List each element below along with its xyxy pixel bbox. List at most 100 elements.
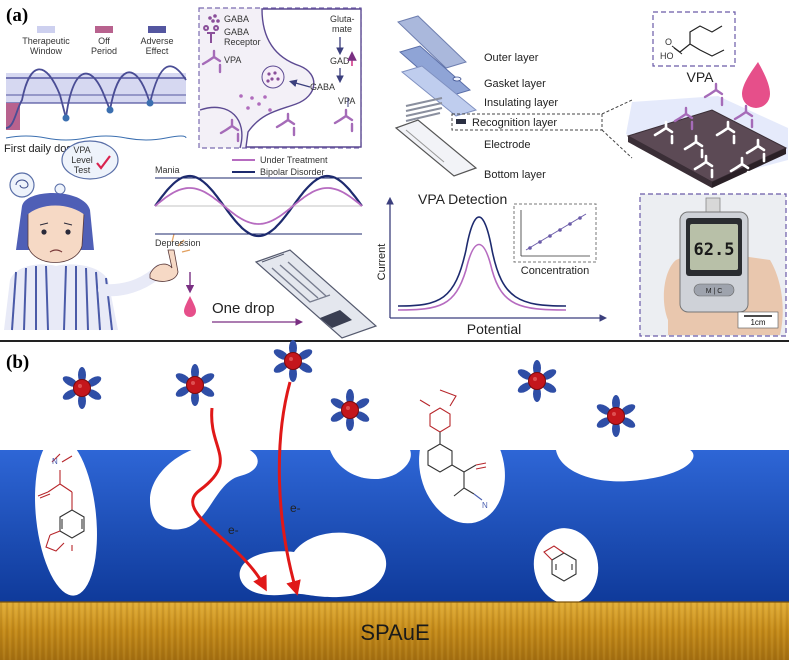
bubble-test-label: Test xyxy=(74,165,91,175)
meter-buttons xyxy=(693,283,735,297)
face xyxy=(27,203,85,263)
meter-buttons-label: M | C xyxy=(706,288,723,295)
depression-label: Depression xyxy=(155,238,201,248)
blood-drop-icon xyxy=(184,296,196,317)
vpa-structure-frame xyxy=(652,11,736,67)
glutamate-label-1: Gluta- xyxy=(330,14,355,24)
synapse-vpa-center-label: VPA xyxy=(338,96,355,106)
legend-therapeutic-label-2: Window xyxy=(30,46,63,56)
synapse-gaba-center-label: GABA xyxy=(310,82,335,92)
strip-sensor-pad xyxy=(320,310,352,328)
legend-bipolar-label: Bipolar Disorder xyxy=(260,167,325,177)
legend-adverse-label-2: Effect xyxy=(146,46,169,56)
detection-title: VPA Detection xyxy=(418,191,507,207)
redox-probe-6 xyxy=(594,394,638,438)
thought-swirl-bubble xyxy=(9,172,35,198)
recognition-surface xyxy=(626,82,788,188)
bottom-layer-label: Bottom layer xyxy=(484,169,546,181)
calibration-points xyxy=(528,216,582,250)
dosing-plot: First daily dose xyxy=(4,65,187,155)
redox-probe-1 xyxy=(60,366,104,410)
electrode-label: Electrode xyxy=(484,139,530,151)
calibration-line xyxy=(525,213,587,251)
left-eye xyxy=(41,229,47,235)
legend-adverse-label-1: Adverse xyxy=(140,36,173,46)
template-molecule-bottom xyxy=(543,545,577,582)
panel-b-letter: (b) xyxy=(6,352,29,373)
check-icon xyxy=(96,155,111,170)
vesicle xyxy=(261,65,285,89)
peak-curve-low xyxy=(397,244,567,311)
recognition-plate-side xyxy=(628,136,712,188)
gad-label: GAD xyxy=(330,56,350,66)
test-strip xyxy=(254,249,378,339)
redox-probe-5 xyxy=(515,359,559,403)
detection-xlabel: Potential xyxy=(467,321,521,337)
electron-label-2: e- xyxy=(290,501,301,515)
pore-bottom-center xyxy=(239,532,387,598)
legend-off-label-2: Period xyxy=(91,46,117,56)
strip-electrode-traces xyxy=(271,261,331,303)
gaba-receptor-icon xyxy=(203,25,220,43)
cleft-gaba-dots xyxy=(239,94,272,112)
inset-xlabel: Concentration xyxy=(521,265,590,277)
carbonyl-bond xyxy=(671,45,683,55)
template-molecule-right xyxy=(419,389,487,501)
baseline-wave xyxy=(5,135,187,141)
sensor-layer-stack: Outer layer Gasket layer Insulating laye… xyxy=(394,15,633,181)
dose-curve-3 xyxy=(109,71,151,111)
meter-lcd xyxy=(690,224,738,270)
bangs xyxy=(26,200,86,216)
gold-electrode xyxy=(0,602,789,660)
template-molecule-left xyxy=(37,453,85,552)
synapse-receptor-label-2: Receptor xyxy=(224,37,261,47)
legend-under-treatment-label: Under Treatment xyxy=(260,155,328,165)
one-drop-label: One drop xyxy=(212,300,275,317)
redox-probe-2 xyxy=(173,363,217,407)
synapse-panel: GABA GABA Receptor VPA Gluta- mate GAD G… xyxy=(198,7,362,149)
vesicle-gaba-dots xyxy=(266,71,280,83)
vpa-structure: HO O VPA xyxy=(652,11,770,108)
legend-gaba-icon xyxy=(208,14,220,23)
synapse-gaba-label: GABA xyxy=(224,14,249,24)
bubble-level-label: Level xyxy=(71,155,93,165)
pointing-hand xyxy=(149,249,179,282)
glutamate-label-2: mate xyxy=(332,24,352,34)
swirl-icon xyxy=(15,179,29,189)
dose-point-3 xyxy=(146,99,154,107)
pore-top-mid xyxy=(330,450,411,480)
legend-off-label-1: Off xyxy=(98,36,110,46)
electron-label-1: e- xyxy=(228,523,239,537)
dose-curve-2 xyxy=(65,72,111,119)
striped-shirt xyxy=(4,264,118,330)
insulating-layer-label: Insulating layer xyxy=(484,97,558,109)
dose-point-2 xyxy=(106,106,114,114)
zoom-line-1 xyxy=(601,99,633,115)
hydroxyl-label: HO xyxy=(660,51,674,61)
presynaptic-terminal xyxy=(245,8,362,148)
thought-dot-2 xyxy=(54,183,66,195)
amine-label-left: N xyxy=(52,457,58,466)
bottom-layer-sheet xyxy=(394,119,478,177)
strip-body xyxy=(254,249,378,339)
mania-label: Mania xyxy=(155,165,180,175)
oxygen-label: O xyxy=(665,37,672,47)
vpa-structure-label: VPA xyxy=(687,69,715,85)
scale-bar-label: 1cm xyxy=(750,318,765,327)
zoom-line-2 xyxy=(601,129,633,159)
dose-point-1 xyxy=(62,114,70,122)
right-eye xyxy=(65,229,71,235)
patient-illustration: VPA Level Test One drop xyxy=(4,140,304,331)
shirt-stripes xyxy=(11,265,113,331)
thought-bubble xyxy=(61,140,119,180)
amine-label-right: N xyxy=(482,501,488,510)
mouth xyxy=(49,249,63,253)
pore-molecule-1 xyxy=(35,436,97,596)
dose-legend: Therapeutic Window Off Period Adverse Ef… xyxy=(22,26,174,56)
outer-layer-label: Outer layer xyxy=(484,52,539,64)
strip-edge xyxy=(261,253,285,263)
synapse-receptor-label-1: GABA xyxy=(224,27,249,37)
electrode-traces xyxy=(405,97,443,122)
